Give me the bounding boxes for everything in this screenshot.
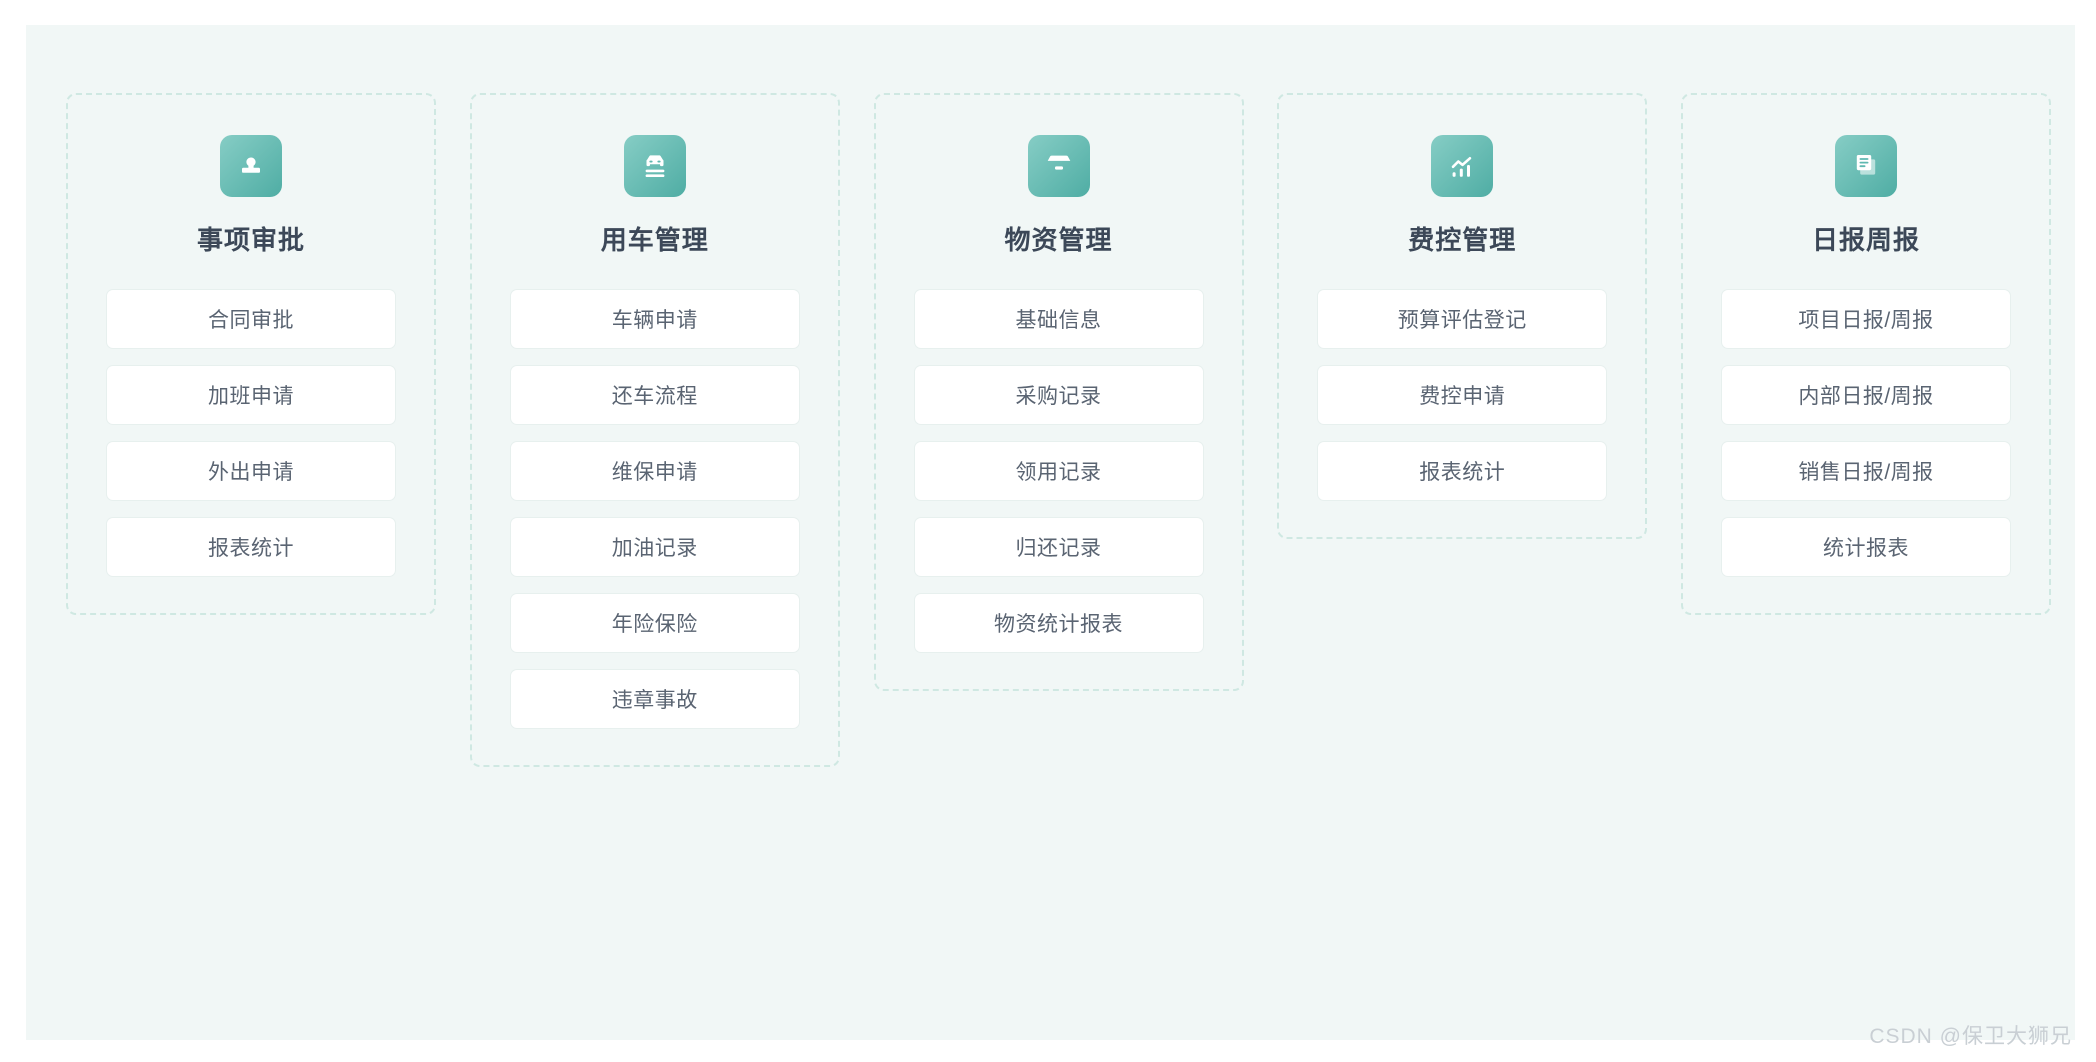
module-item-button[interactable]: 内部日报/周报: [1721, 365, 2011, 425]
module-title: 费控管理: [1408, 225, 1517, 255]
module-item-button[interactable]: 基础信息: [913, 289, 1204, 349]
module-item-button[interactable]: 领用记录: [913, 441, 1204, 501]
module-item-button[interactable]: 采购记录: [913, 365, 1204, 425]
module-title: 物资管理: [1004, 225, 1113, 255]
module-column: 物资管理基础信息采购记录领用记录归还记录物资统计报表: [873, 93, 1244, 691]
chart-trend-icon: [1431, 135, 1494, 197]
watermark: CSDN @保卫大狮兄: [1869, 1025, 2072, 1048]
module-columns: 事项审批合同审批加班申请外出申请报表统计用车管理车辆申请还车流程维保申请加油记录…: [66, 93, 2051, 767]
module-item-button[interactable]: 销售日报/周报: [1721, 441, 2011, 501]
module-item-button[interactable]: 报表统计: [106, 517, 396, 577]
module-item-list: 项目日报/周报内部日报/周报销售日报/周报统计报表: [1721, 289, 2011, 577]
module-item-button[interactable]: 还车流程: [509, 365, 800, 425]
module-column: 费控管理预算评估登记费控申请报表统计: [1277, 93, 1648, 539]
module-item-button[interactable]: 加油记录: [509, 517, 800, 577]
module-item-list: 车辆申请还车流程维保申请加油记录年险保险违章事故: [509, 289, 800, 729]
module-item-button[interactable]: 合同审批: [106, 289, 396, 349]
stamp-icon: [220, 135, 282, 197]
module-item-list: 预算评估登记费控申请报表统计: [1317, 289, 1608, 501]
module-item-button[interactable]: 年险保险: [509, 593, 800, 653]
module-item-list: 合同审批加班申请外出申请报表统计: [106, 289, 396, 577]
document-stack-icon: [1835, 135, 1897, 197]
module-item-button[interactable]: 违章事故: [509, 669, 800, 729]
archive-box-icon: [1027, 135, 1090, 197]
module-item-list: 基础信息采购记录领用记录归还记录物资统计报表: [913, 289, 1204, 653]
module-title: 事项审批: [196, 225, 305, 255]
car-document-icon: [623, 135, 686, 197]
module-item-button[interactable]: 费控申请: [1317, 365, 1608, 425]
module-item-button[interactable]: 物资统计报表: [913, 593, 1204, 653]
module-column: 日报周报项目日报/周报内部日报/周报销售日报/周报统计报表: [1681, 93, 2051, 615]
module-item-button[interactable]: 车辆申请: [509, 289, 800, 349]
module-item-button[interactable]: 归还记录: [913, 517, 1204, 577]
module-item-button[interactable]: 项目日报/周报: [1721, 289, 2011, 349]
module-item-button[interactable]: 加班申请: [106, 365, 396, 425]
module-item-button[interactable]: 报表统计: [1317, 441, 1608, 501]
module-item-button[interactable]: 外出申请: [106, 441, 396, 501]
module-title: 日报周报: [1811, 225, 1920, 255]
module-item-button[interactable]: 统计报表: [1721, 517, 2011, 577]
module-column: 用车管理车辆申请还车流程维保申请加油记录年险保险违章事故: [469, 93, 840, 767]
module-item-button[interactable]: 预算评估登记: [1317, 289, 1608, 349]
module-column: 事项审批合同审批加班申请外出申请报表统计: [66, 93, 436, 615]
module-title: 用车管理: [600, 225, 709, 255]
overview-panel: 事项审批合同审批加班申请外出申请报表统计用车管理车辆申请还车流程维保申请加油记录…: [26, 25, 2075, 1040]
module-item-button[interactable]: 维保申请: [509, 441, 800, 501]
